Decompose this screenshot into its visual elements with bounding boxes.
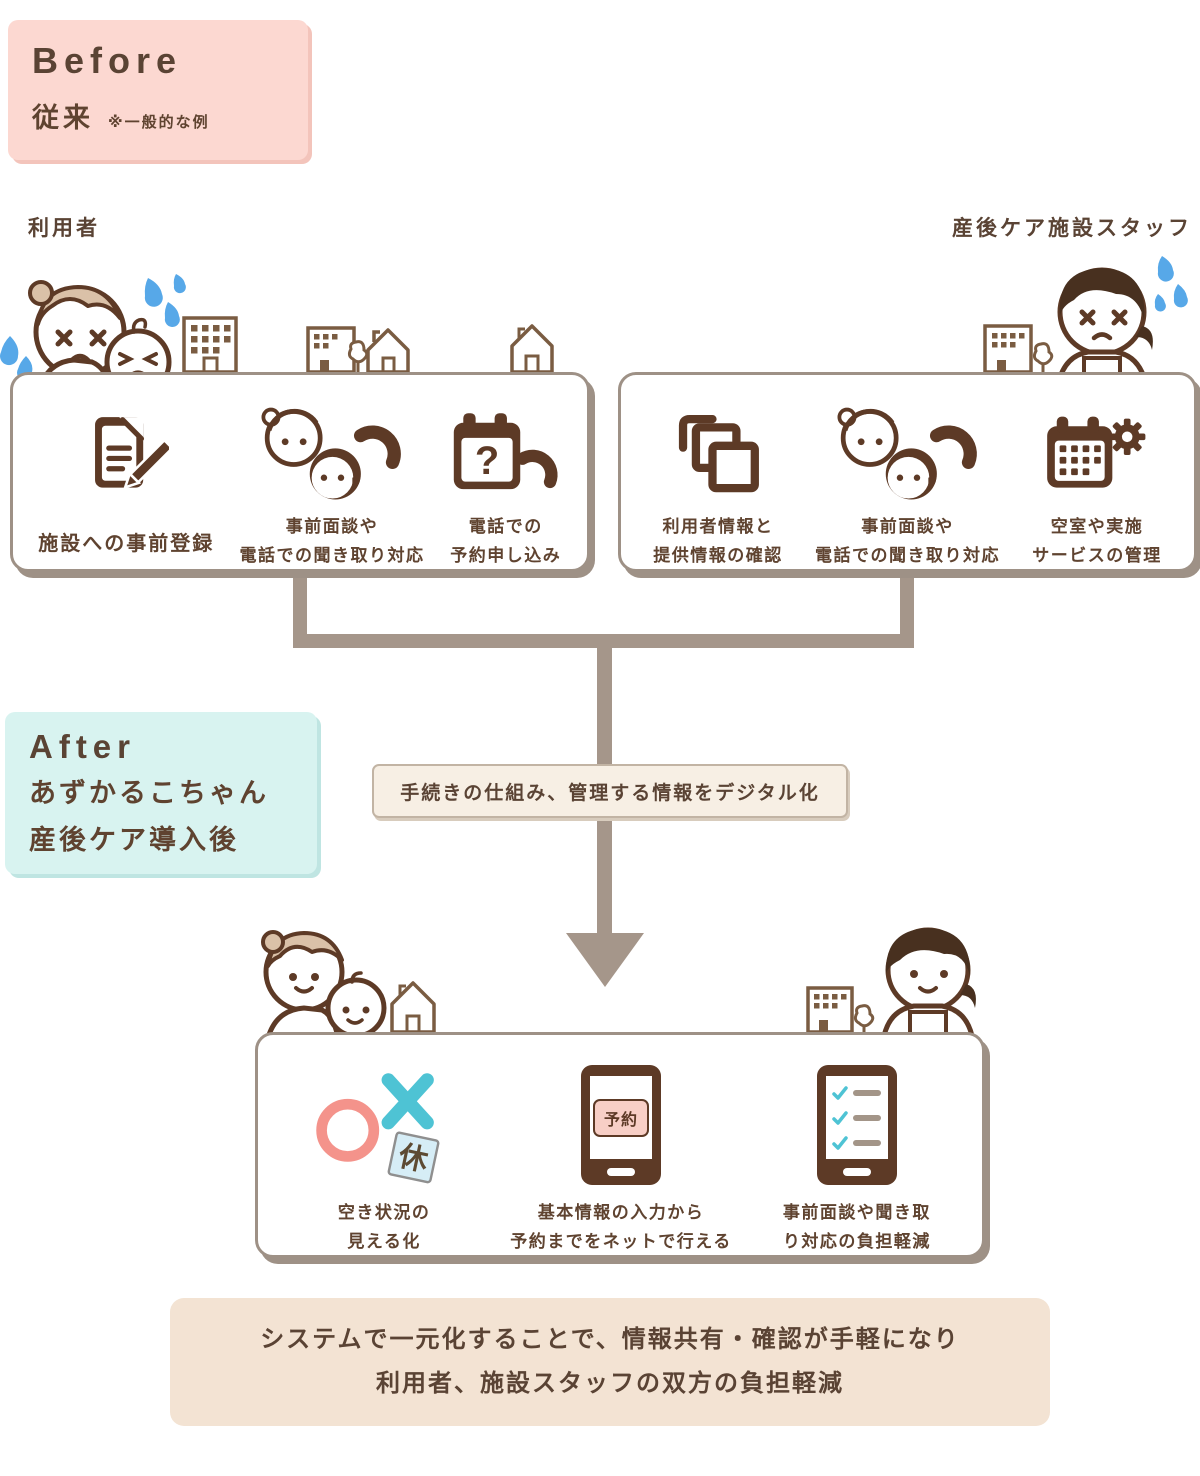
house-icon — [390, 981, 436, 1034]
circle-mark-icon — [316, 1098, 380, 1162]
panel-item: 予約 基本情報の入力から 予約までをネットで行える — [510, 1061, 732, 1257]
rest-tag-icon: 休 — [387, 1131, 440, 1184]
before-title: Before — [32, 40, 183, 81]
happy-mother-baby-illustration — [261, 930, 387, 1038]
summary-box: システムで一元化することで、情報共有・確認が手軽になり 利用者、施設スタッフの双… — [170, 1298, 1050, 1426]
stressed-mother-baby-illustration — [0, 274, 186, 388]
panel-item: 利用者情報と 提供情報の確認 — [653, 407, 783, 571]
panel-item: 事前面談や聞き取 り対応の負担軽減 — [783, 1061, 931, 1257]
panel-item: 空室や実施 サービスの管理 — [1032, 407, 1162, 571]
connector-left-stub — [293, 572, 307, 648]
phone-screen — [825, 1076, 888, 1159]
item-label: 利用者情報と 提供情報の確認 — [653, 517, 783, 565]
house-icon — [510, 324, 554, 374]
down-arrow-icon — [566, 933, 644, 987]
panel-item: 事前面談や 電話での聞き取り対応 — [240, 407, 425, 571]
connector-right-stub — [900, 572, 914, 648]
reserve-button: 予約 — [592, 1098, 649, 1137]
phone-reserve-icon: 予約 — [581, 1065, 661, 1185]
check-icon — [832, 1110, 849, 1125]
document-pencil-icon — [95, 417, 170, 490]
question-glyph: ? — [475, 439, 499, 483]
stacked-cards-icon — [678, 414, 759, 493]
user-label: 利用者 — [28, 217, 100, 240]
interview-phone-icon — [836, 407, 977, 500]
calendar-gear-icon — [1047, 416, 1146, 488]
before-note: ※一般的な例 — [108, 114, 210, 131]
item-label: 電話での 予約申し込み — [450, 517, 562, 565]
item-label: 施設への事前登録 — [38, 533, 215, 555]
summary-line2: 利用者、施設スタッフの双方の負担軽減 — [376, 1370, 844, 1397]
clinic-building-icon — [806, 986, 875, 1034]
panel-item: 施設への事前登録 — [38, 407, 214, 561]
town-scenery-icon — [182, 316, 410, 374]
phone-home-button — [607, 1168, 635, 1176]
before-subtitle: 従来 — [32, 103, 94, 133]
sweat-drops-icon — [1154, 256, 1188, 312]
phone-screen: 予約 — [590, 1076, 652, 1159]
stressed-staff-illustration — [1055, 256, 1188, 385]
item-label: 空き状況の 見える化 — [337, 1203, 431, 1251]
clinic-building-icon — [983, 324, 1054, 374]
phone-checklist-icon — [816, 1065, 897, 1185]
happy-staff-illustration — [881, 927, 976, 1036]
x-mark-icon — [381, 1073, 434, 1130]
interview-phone-icon — [261, 407, 401, 500]
after-line2: 産後ケア導入後 — [29, 825, 239, 856]
panel-item: ? 電話での 予約申し込み — [450, 407, 562, 571]
after-line1: あずかるこちゃん — [29, 778, 269, 808]
after-title: After — [29, 728, 137, 765]
check-icon — [832, 1085, 849, 1100]
before-staff-panel: 利用者情報と 提供情報の確認 事前面談や 電話での聞き取り — [618, 372, 1197, 572]
phone-home-button — [842, 1168, 871, 1176]
panel-item: 休 空き状況の 見える化 — [309, 1061, 459, 1257]
item-label: 事前面談や 電話での聞き取り対応 — [239, 517, 425, 565]
availability-marks-icon: 休 — [316, 1073, 440, 1184]
digitize-banner: 手続きの仕組み、管理する情報をデジタル化 — [372, 764, 848, 818]
before-badge: Before 従来 ※一般的な例 — [8, 20, 308, 160]
item-label: 基本情報の入力から 予約までをネットで行える — [510, 1203, 732, 1251]
check-icon — [832, 1135, 849, 1150]
panel-item: 事前面談や 電話での聞き取り対応 — [815, 407, 1000, 571]
calendar-question-phone-icon: ? — [453, 413, 558, 490]
after-panel: 休 空き状況の 見える化 予約 基本情報の入力から 予約までをネットで行える — [255, 1032, 985, 1258]
item-label: 事前面談や聞き取 り対応の負担軽減 — [782, 1203, 931, 1251]
staff-label: 産後ケア施設スタッフ — [952, 217, 1192, 240]
before-user-panel: 施設への事前登録 事前面談や 電話での聞き取り対応 — [10, 372, 590, 572]
summary-line1: システムで一元化することで、情報共有・確認が手軽になり — [260, 1325, 960, 1353]
item-label: 空室や実施 サービスの管理 — [1032, 517, 1162, 565]
after-badge: After あずかるこちゃん 産後ケア導入後 — [5, 712, 317, 874]
item-label: 事前面談や 電話での聞き取り対応 — [815, 517, 1000, 565]
